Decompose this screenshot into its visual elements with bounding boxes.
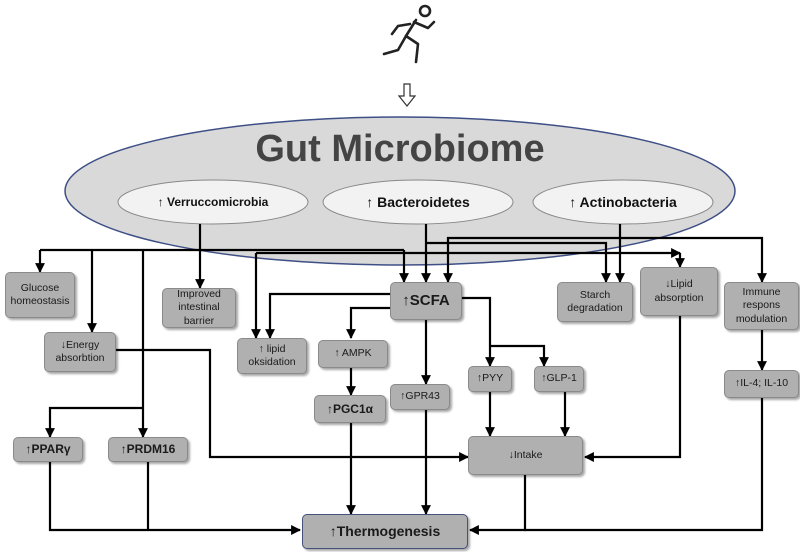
phylum-actinobacteria: ↑ Actinobacteria bbox=[569, 194, 677, 210]
edge-lipidabs-intake bbox=[584, 316, 682, 462]
node-glucose-homeostasis: Glucose homeostasis bbox=[5, 272, 75, 318]
edge-scfa-pyy bbox=[462, 296, 495, 367]
edge-scfa-glp1 bbox=[490, 344, 549, 367]
node-glp1: ↑GLP-1 bbox=[534, 366, 584, 392]
phylum-bacteroidetes: ↑ Bacteroidetes bbox=[366, 194, 470, 210]
node-ppar-gamma: ↑PPARγ bbox=[13, 437, 83, 462]
bacteroidetes-oval bbox=[322, 179, 514, 225]
edge-actino-scfa bbox=[443, 236, 620, 283]
node-thermogenesis: ↑Thermogenesis bbox=[302, 514, 468, 549]
node-improved-intestinal-barrier: Improved intestinal barrier bbox=[162, 288, 236, 328]
node-intake: ↓Intake bbox=[468, 436, 583, 475]
node-lipid-absorption: ↓Lipid absorption bbox=[640, 267, 718, 316]
edge-actino-immune bbox=[620, 236, 767, 283]
node-il4-il10: ↑IL-4; IL-10 bbox=[724, 370, 799, 398]
node-lipid-oksidation: ↑ lipid oksidation bbox=[237, 338, 307, 374]
edge-scfa-lipidox bbox=[265, 292, 390, 339]
node-pyy: ↑PYY bbox=[468, 366, 512, 392]
edge-scfa-ampk bbox=[346, 306, 390, 339]
node-scfa: ↑SCFA bbox=[390, 282, 462, 320]
connectors bbox=[35, 224, 767, 535]
actinobacteria-oval bbox=[532, 179, 714, 225]
node-ampk: ↑ AMPK bbox=[318, 340, 388, 368]
verrucomicrobia-oval bbox=[117, 179, 309, 225]
node-energy-absorbtion: ↓Energy absorbtion bbox=[44, 332, 116, 372]
hollow-down-arrow-icon bbox=[397, 83, 417, 107]
node-starch-degradation: Starch degradation bbox=[557, 282, 633, 322]
running-person-icon bbox=[382, 4, 436, 64]
phylum-verrucomicrobia: ↑ Verruccomicrobia bbox=[157, 195, 269, 209]
edge-intake-thermo bbox=[469, 475, 527, 535]
node-immune-response-modulation: Immune respons modulation bbox=[724, 282, 799, 330]
edge-bus-starch bbox=[426, 241, 611, 283]
node-prdm16: ↑PRDM16 bbox=[108, 437, 188, 462]
edge-energy-intake bbox=[116, 348, 469, 462]
edge-pparg-thermo bbox=[48, 462, 301, 535]
node-gpr43: ↑GPR43 bbox=[390, 384, 450, 410]
diagram-title: Gut Microbiome bbox=[255, 128, 545, 170]
edge-il-thermo bbox=[525, 398, 764, 532]
node-pgc1a: ↑PGC1α bbox=[314, 395, 386, 423]
edge-bus-pparg bbox=[45, 406, 143, 438]
